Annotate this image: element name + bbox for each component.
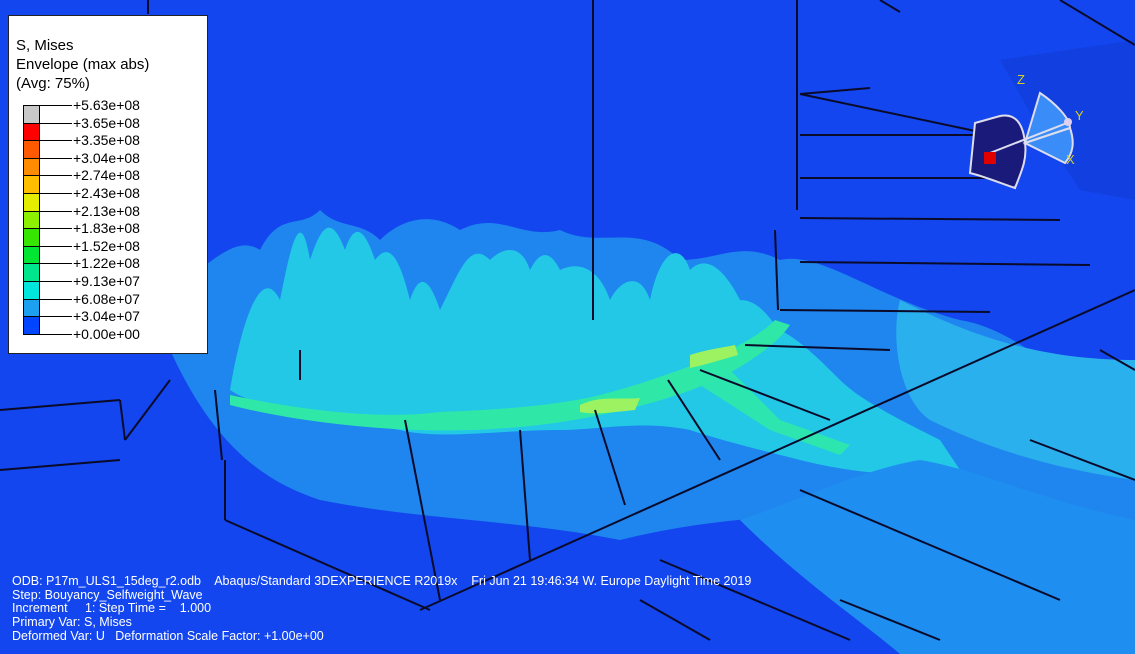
mesh-edge [124, 379, 171, 441]
mesh-edge [699, 369, 831, 421]
legend-title: S, Mises [16, 37, 74, 54]
mesh-edge [667, 379, 721, 461]
increment-info-line: Increment 1: Step Time = 1.000 [12, 601, 212, 615]
legend-tick [40, 298, 72, 300]
triad-x-fan [1022, 126, 1074, 165]
legend-swatch [23, 228, 40, 247]
contour-band-high [230, 320, 790, 431]
triad-y-label: Y [1075, 108, 1084, 123]
legend-tick [40, 122, 72, 124]
contour-region-lower-right [740, 460, 1135, 654]
legend-tick [40, 210, 72, 212]
mesh-edge [519, 429, 531, 561]
mesh-edge [404, 419, 441, 601]
legend-value-label: +2.13e+08 [73, 202, 140, 219]
contour-band-high-tail [690, 360, 850, 455]
legend-value-label: +9.13e+07 [73, 273, 140, 289]
mesh-edge [119, 399, 126, 441]
legend-tick [40, 228, 72, 230]
legend-value-label: +3.04e+08 [73, 149, 140, 166]
mesh-edge [744, 344, 891, 351]
legend-swatch [23, 245, 40, 265]
mesh-edge [0, 399, 121, 411]
step-info-line: Step: Bouyancy_Selfweight_Wave [12, 588, 203, 602]
legend-averaging: (Avg: 75%) [16, 75, 90, 92]
legend-tick [40, 140, 72, 142]
mesh-edge [1059, 0, 1135, 46]
mesh-edge [419, 289, 1135, 611]
legend-value-label: +3.35e+08 [73, 132, 140, 149]
view-triad[interactable]: Z Y X [955, 68, 1105, 198]
triad-axis-y [989, 122, 1068, 154]
legend-tick [40, 193, 72, 194]
legend-value-label: +0.00e+00 [73, 325, 140, 342]
legend-value-label: +2.74e+08 [73, 167, 140, 184]
legend-swatch [23, 157, 40, 177]
triad-origin [984, 152, 996, 164]
legend-tick [40, 245, 72, 247]
legend-tick [40, 105, 72, 106]
odb-info-line: ODB: P17m_ULS1_15deg_r2.odb Abaqus/Stand… [12, 574, 752, 588]
legend-tick [40, 263, 72, 265]
contour-band-mid [230, 227, 960, 475]
mesh-edge [779, 309, 991, 313]
mesh-edge [799, 87, 871, 95]
legend-swatch [23, 263, 40, 282]
mesh-edge [799, 489, 1061, 601]
mesh-edge [774, 229, 779, 311]
legend-value-label: +3.04e+07 [73, 308, 140, 325]
legend-tick [40, 281, 72, 282]
contour-legend: S, Mises Envelope (max abs) (Avg: 75%) +… [8, 15, 208, 354]
mesh-edge [1099, 349, 1135, 371]
legend-tick [40, 175, 72, 177]
legend-value-label: +1.22e+08 [73, 255, 140, 272]
mesh-edge [224, 519, 431, 611]
legend-value-label: +5.63e+08 [73, 97, 140, 113]
legend-value-label: +1.52e+08 [73, 237, 140, 254]
legend-swatch [23, 140, 40, 159]
legend-subtitle: Envelope (max abs) [16, 56, 150, 73]
legend-value-label: +3.65e+08 [73, 114, 140, 131]
contour-hotspot-right [690, 345, 738, 368]
legend-swatch [23, 298, 40, 318]
mesh-edge [0, 459, 121, 471]
primary-var-line: Primary Var: S, Mises [12, 615, 132, 629]
legend-swatch [23, 175, 40, 194]
mesh-edge [879, 0, 901, 13]
contour-region-right [896, 300, 1135, 480]
legend-value-label: +1.83e+08 [73, 220, 140, 237]
mesh-edge [659, 559, 851, 641]
legend-swatch [23, 281, 40, 300]
legend-tick [40, 157, 72, 159]
deformed-var-line: Deformed Var: U Deformation Scale Factor… [12, 629, 324, 643]
legend-value-label: +6.08e+07 [73, 290, 140, 307]
mesh-edge [799, 93, 981, 133]
legend-swatch [23, 316, 40, 335]
legend-swatch [23, 210, 40, 230]
mesh-edge [799, 261, 1091, 266]
mesh-edge [839, 599, 941, 641]
mesh-edge [594, 409, 626, 506]
triad-x-label: X [1066, 152, 1075, 167]
triad-y-tip [1064, 118, 1072, 126]
legend-swatch [23, 105, 40, 124]
contour-hotspot-left [580, 398, 640, 414]
legend-swatch [23, 122, 40, 142]
triad-z-label: Z [1017, 72, 1025, 87]
legend-tick [40, 316, 72, 318]
mesh-edge [214, 389, 223, 461]
legend-value-label: +2.43e+08 [73, 185, 140, 201]
legend-swatch [23, 193, 40, 212]
mesh-edge [639, 599, 711, 641]
legend-tick [40, 333, 72, 335]
mesh-edge [799, 217, 1061, 221]
mesh-edge [1029, 439, 1135, 481]
